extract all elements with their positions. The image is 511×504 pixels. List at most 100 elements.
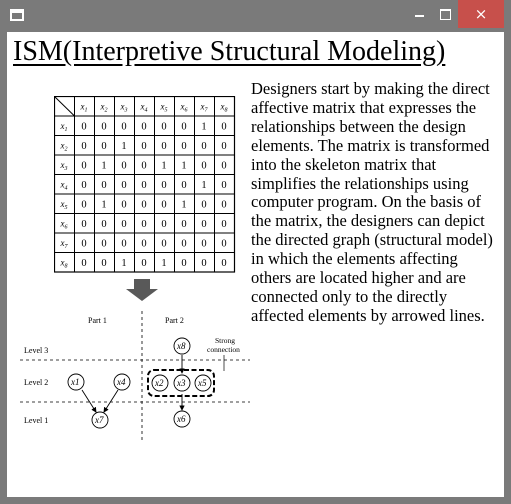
minimize-icon: [414, 15, 424, 17]
svg-text:x8: x8: [176, 341, 186, 351]
node-x2: x2: [151, 374, 169, 392]
matrix-cell: 0: [121, 180, 126, 191]
matrix-cell: 0: [101, 258, 106, 269]
matrix-cell: 0: [161, 121, 166, 132]
matrix-col-header: x2: [100, 101, 108, 113]
matrix-cell: 0: [221, 219, 226, 230]
matrix-cell: 0: [101, 141, 106, 152]
matrix-cell: 0: [221, 199, 226, 210]
adjacency-matrix: x1 x2 x3 x4 x5 x6 x7 x8 x1 x2 x3 x4 x5 x6 x7 x8 0 0 0 0 0 0 1 0…: [54, 96, 236, 273]
matrix-cell: 0: [161, 219, 166, 230]
matrix-row-header: x3: [60, 160, 68, 172]
matrix-cell: 1: [121, 258, 126, 269]
matrix-cell: 0: [181, 258, 186, 269]
matrix-cell: 1: [181, 160, 186, 171]
matrix-cell: 1: [161, 160, 166, 171]
matrix-cell: 1: [201, 180, 206, 191]
close-button[interactable]: ×: [458, 0, 504, 28]
matrix-cell: 0: [81, 180, 86, 191]
strong-connection-label: Strong connection: [207, 336, 240, 354]
matrix-row-header: x6: [60, 218, 68, 230]
matrix-cell: 0: [141, 219, 146, 230]
matrix-cell: 1: [121, 141, 126, 152]
matrix-cell: 0: [101, 180, 106, 191]
matrix-cell: 0: [141, 180, 146, 191]
svg-text:x5: x5: [197, 378, 207, 388]
part2-label: Part 2: [165, 316, 184, 325]
matrix-cell: 0: [181, 219, 186, 230]
matrix-cell: 0: [201, 258, 206, 269]
matrix-cell: 1: [101, 199, 106, 210]
svg-text:x6: x6: [176, 414, 186, 424]
node-x7: x7: [91, 411, 109, 429]
matrix-cell: 0: [221, 121, 226, 132]
matrix-cell: 1: [161, 258, 166, 269]
slide-description: Designers start by making the direct aff…: [251, 79, 493, 325]
matrix-row-header: x4: [60, 179, 68, 191]
matrix-cell: 0: [141, 199, 146, 210]
matrix-cell: 0: [221, 160, 226, 171]
matrix-col-header: x8: [220, 101, 228, 113]
svg-text:x4: x4: [116, 377, 126, 387]
matrix-col-header: x6: [180, 101, 188, 113]
matrix-row-header: x1: [60, 121, 68, 133]
matrix-cell: 0: [181, 121, 186, 132]
slide-title: ISM(Interpretive Structural Modeling): [13, 36, 446, 67]
matrix-col-header: x7: [200, 101, 209, 113]
svg-text:x3: x3: [176, 378, 186, 388]
matrix-cell: 0: [121, 219, 126, 230]
matrix-col-header: x3: [120, 101, 128, 113]
matrix-cell: 0: [161, 141, 166, 152]
matrix-row-header: x8: [60, 257, 68, 269]
matrix-cell: 0: [81, 238, 86, 249]
close-icon: ×: [474, 5, 488, 23]
matrix-cell: 1: [101, 160, 106, 171]
matrix-cell: 0: [201, 219, 206, 230]
level2-label: Level 2: [24, 378, 48, 387]
svg-text:x1: x1: [70, 377, 80, 387]
matrix-cell: 0: [101, 219, 106, 230]
matrix-cell: 0: [141, 160, 146, 171]
matrix-cell: 0: [141, 258, 146, 269]
matrix-col-header: x1: [80, 101, 88, 113]
matrix-cell: 0: [141, 121, 146, 132]
matrix-cell: 0: [181, 238, 186, 249]
matrix-cell: 0: [81, 160, 86, 171]
matrix-row-header: x7: [60, 238, 69, 250]
matrix-cell: 0: [101, 121, 106, 132]
matrix-cell: 0: [201, 238, 206, 249]
matrix-cell: 0: [141, 238, 146, 249]
matrix-cell: 0: [81, 258, 86, 269]
svg-text:x2: x2: [154, 378, 164, 388]
matrix-cell: 0: [181, 180, 186, 191]
matrix-cell: 1: [181, 199, 186, 210]
matrix-row-header: x5: [60, 199, 68, 211]
matrix-cell: 0: [81, 141, 86, 152]
level3-label: Level 3: [24, 346, 48, 355]
matrix-col-header: x4: [140, 101, 148, 113]
matrix-cell: 0: [201, 141, 206, 152]
matrix-cell: 0: [201, 160, 206, 171]
matrix-cell: 0: [81, 199, 86, 210]
matrix-cell: 0: [221, 180, 226, 191]
node-x1: x1: [67, 373, 85, 391]
minimize-button[interactable]: [406, 0, 432, 28]
matrix-cell: 0: [161, 180, 166, 191]
matrix-cell: 0: [121, 238, 126, 249]
matrix-cell: 0: [201, 199, 206, 210]
matrix-row-header: x2: [60, 140, 68, 152]
maximize-button[interactable]: [432, 0, 458, 28]
matrix-cell: 1: [201, 121, 206, 132]
matrix-cell: 0: [121, 199, 126, 210]
structural-model-diagram: Part 1 Part 2 Level 3 Level 2 Level 1 St…: [20, 279, 250, 440]
title-bar[interactable]: ×: [0, 0, 511, 32]
matrix-cell: 0: [161, 238, 166, 249]
matrix-col-header: x5: [160, 101, 168, 113]
matrix-cell: 0: [221, 141, 226, 152]
part1-label: Part 1: [88, 316, 107, 325]
node-x3: x3: [173, 374, 191, 392]
matrix-cell: 0: [221, 238, 226, 249]
level1-label: Level 1: [24, 416, 48, 425]
matrix-cell: 0: [141, 141, 146, 152]
